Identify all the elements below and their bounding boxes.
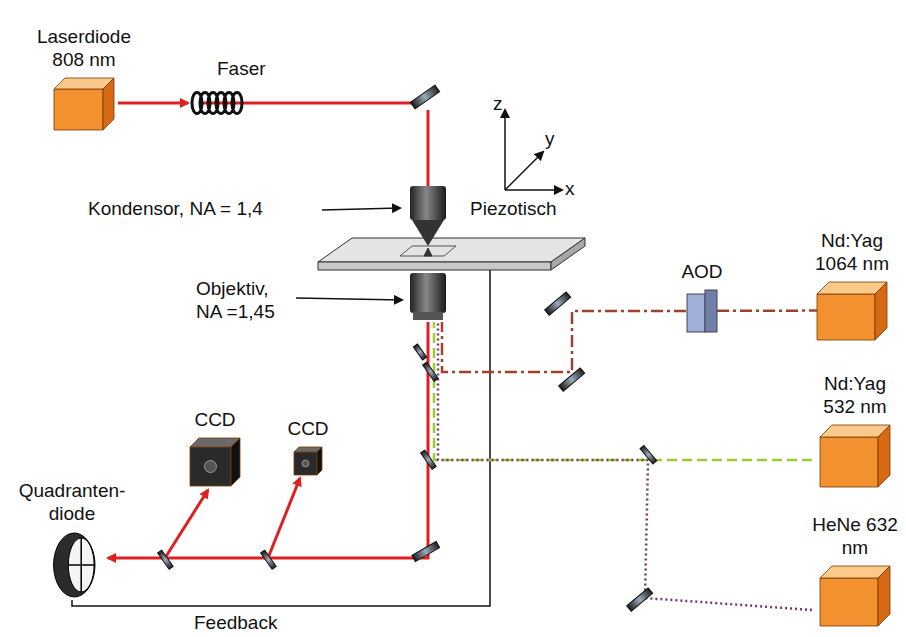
device-label: CCD xyxy=(194,409,235,432)
laser-source: Laserdiode 808 nm xyxy=(24,26,144,130)
device-icon xyxy=(294,447,322,475)
mirrors xyxy=(158,85,657,611)
part-label: Objektiv, NA =1,45 xyxy=(196,278,296,324)
part-label: y xyxy=(545,128,555,151)
device-icon xyxy=(687,290,717,332)
device-icon xyxy=(820,566,890,626)
ccd-camera: CCD xyxy=(278,418,338,475)
aod-modulator: AOD xyxy=(672,261,732,332)
device-icon xyxy=(190,438,240,486)
part-label: Piezotisch xyxy=(470,198,557,221)
device-label: HeNe 632 nm xyxy=(812,514,898,560)
laser-source: Nd:Yag 532 nm xyxy=(807,373,903,487)
leader-line xyxy=(322,208,400,210)
leader-line xyxy=(296,298,402,300)
part-label: x xyxy=(565,178,575,201)
part-label: z xyxy=(493,93,503,116)
objective-lens xyxy=(410,273,446,320)
laser-source: Nd:Yag 1064 nm xyxy=(804,230,900,340)
quadrant-diode: Quadranten- diode xyxy=(10,480,134,598)
device-icon xyxy=(817,282,887,340)
device-shape xyxy=(817,282,887,340)
device-label: Quadranten- diode xyxy=(10,480,134,526)
piezo-stage xyxy=(318,238,585,270)
device-shape xyxy=(820,425,890,487)
device-shape xyxy=(687,290,717,332)
beam-connector xyxy=(717,309,817,312)
feedback-wire xyxy=(72,268,490,606)
device-icon xyxy=(49,532,95,598)
fiber-coil xyxy=(192,93,242,114)
device-shape xyxy=(190,438,240,486)
part-label: Kondensor, NA = 1,4 xyxy=(88,198,263,221)
device-icon xyxy=(820,425,890,487)
laser-808-beam xyxy=(118,103,428,186)
device-shape xyxy=(294,447,322,475)
device-label: Nd:Yag 532 nm xyxy=(807,373,903,419)
part-label: Feedback xyxy=(194,612,277,635)
device-shape xyxy=(54,78,114,130)
ccd-camera: CCD xyxy=(180,409,250,486)
detection-beam xyxy=(108,322,428,558)
laser-source: HeNe 632 nm xyxy=(812,514,898,626)
device-label: AOD xyxy=(681,261,722,284)
condenser-lens xyxy=(410,186,446,246)
device-icon xyxy=(54,78,114,130)
device-shape xyxy=(49,532,95,598)
part-label: Faser xyxy=(217,58,266,81)
device-label: Laserdiode 808 nm xyxy=(24,26,144,72)
device-label: CCD xyxy=(287,418,328,441)
trap-beams xyxy=(434,311,812,610)
device-shape xyxy=(820,566,890,626)
axis-cross xyxy=(505,110,562,190)
device-label: Nd:Yag 1064 nm xyxy=(804,230,900,276)
